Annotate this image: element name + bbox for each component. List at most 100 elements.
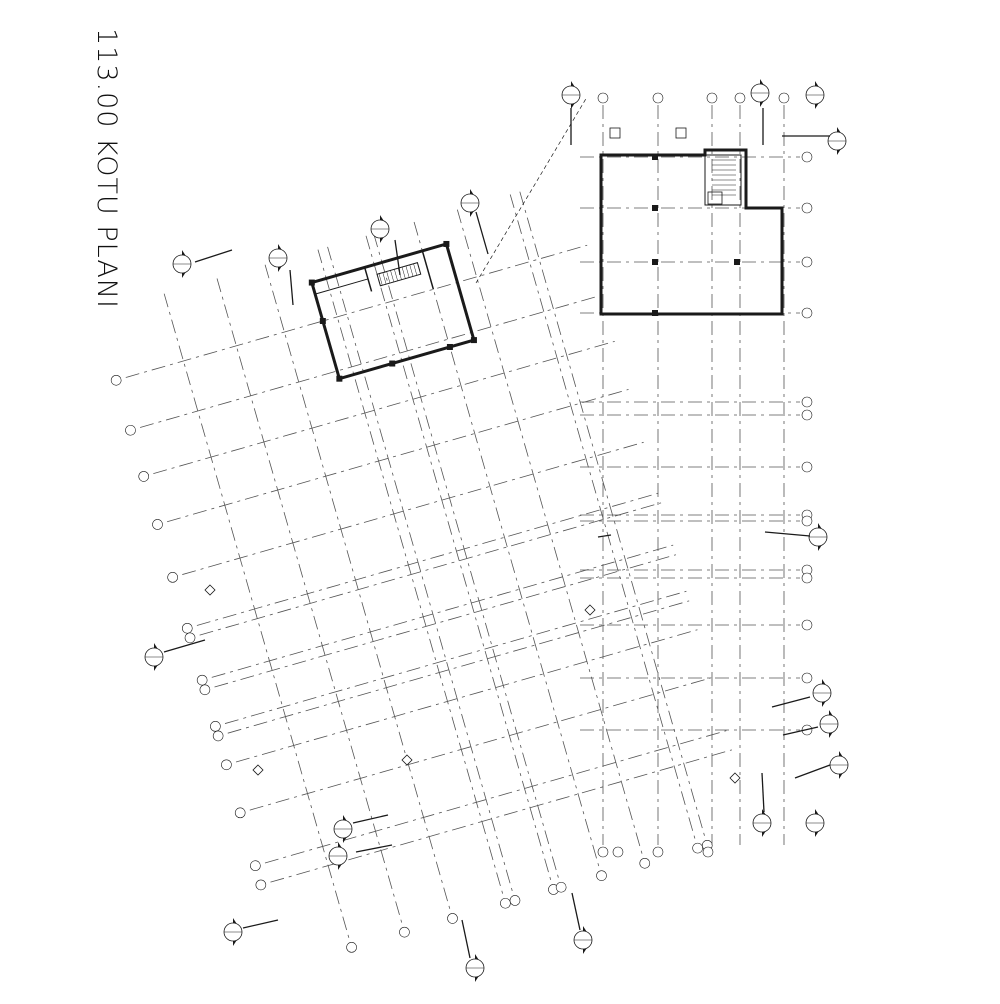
section-markers [144,79,849,982]
section-marker [812,679,832,707]
structural-column [336,375,343,382]
grid-bubble [801,409,813,421]
grid-bubble [734,92,746,104]
section-cut-line [289,269,294,306]
structural-column [652,259,658,265]
rotated-grid-line-v [216,278,403,923]
grid-bubble [110,374,122,386]
grid-bubble [597,846,609,858]
grid-bubble [692,842,703,854]
stair-tread [382,272,387,285]
rotated-grid-line-h [199,502,662,636]
rotated-grid-line-v [456,209,643,854]
rotated-building-block [308,240,477,382]
grid-bubble [801,307,813,319]
section-marker [144,643,164,671]
section-marker [268,244,288,272]
stair-tread [409,264,414,277]
grid-bubble [125,424,136,436]
structural-column [308,279,315,286]
rotated-grid-line-v [163,293,350,938]
section-cut-line [782,726,819,736]
grid-bubble [778,92,790,104]
rotated-grid-line-h [182,441,644,575]
stair-outline [376,262,422,287]
level-tag-shape [204,584,216,596]
stair-tread [405,265,410,278]
section-cut-line [794,764,831,779]
section-cut-line [394,239,401,276]
core-outline [704,154,742,206]
tag-box [609,127,621,139]
orthogonal-building-block [599,148,784,316]
section-marker [561,81,581,109]
grid-bubble [199,684,211,696]
level-tag [204,584,216,596]
rotated-grid-line-v [317,249,504,894]
grid-bubble [138,471,150,482]
grid-bubble [801,461,813,473]
grid-bubble [801,202,813,214]
level-tag [252,764,264,776]
stair-tread [390,270,395,282]
grid-bubble [152,519,163,530]
grid-bubble [210,721,221,732]
rotated-grid-line-h [235,629,698,763]
grid-bubble [234,807,246,819]
level-tag-shape [584,604,596,616]
section-marker [333,815,353,843]
section-marker [752,809,772,837]
grid-bubble [702,846,714,858]
section-cut-line [355,844,393,853]
section-marker [750,79,770,107]
section-cut-line [352,814,389,824]
grid-bubble [801,619,813,631]
section-cut-line [571,892,581,931]
grid-bubble [346,942,357,953]
grid-bubble [509,895,521,906]
stair-tread [401,267,406,279]
section-marker [808,523,828,551]
grid-bubble [255,879,267,891]
section-marker [370,215,390,243]
interior-wall [363,267,373,292]
grid-bubble [555,881,567,893]
interior-wall [421,250,435,290]
rotated-grid-line-v [365,235,552,880]
section-marker [805,81,825,109]
plan-title-area: 113.00 KOTU PLANI [82,28,122,309]
grid-bubble [181,622,193,634]
level-tag [401,754,413,766]
level-tag [729,772,741,784]
stair-tread [378,273,383,286]
grid-bubble [612,846,624,858]
level-tag-shape [252,764,264,776]
grid-bubble [597,92,609,104]
grid-bubble [184,632,196,644]
orthogonal-grid-bubbles [597,92,813,858]
section-cut-line [761,772,765,813]
interior-wall [314,278,369,295]
grid-bubble [250,860,261,872]
rotated-grid-line-h [153,340,615,475]
stair-tread [413,263,418,276]
level-tag-shape [401,754,413,766]
rotated-grid-line-v [264,264,451,909]
section-cut-line [163,639,206,653]
level-tag [584,604,596,616]
section-marker [460,189,480,217]
section-marker [172,250,192,278]
rotated-grid-lines [125,191,733,938]
section-marker [829,751,849,779]
grid-bubble [221,759,232,771]
rotated-grid-line-h [224,590,687,724]
grid-bubble [212,730,224,742]
stair-tread [394,269,398,281]
level-tag-shape [729,772,741,784]
rotated-grid-line-h [227,600,690,734]
tag-box [675,127,687,139]
section-marker [827,127,847,155]
orthogonal-grid-lines [580,105,800,845]
rotated-grid-line-v [373,233,559,878]
grid-bubble [801,572,813,584]
